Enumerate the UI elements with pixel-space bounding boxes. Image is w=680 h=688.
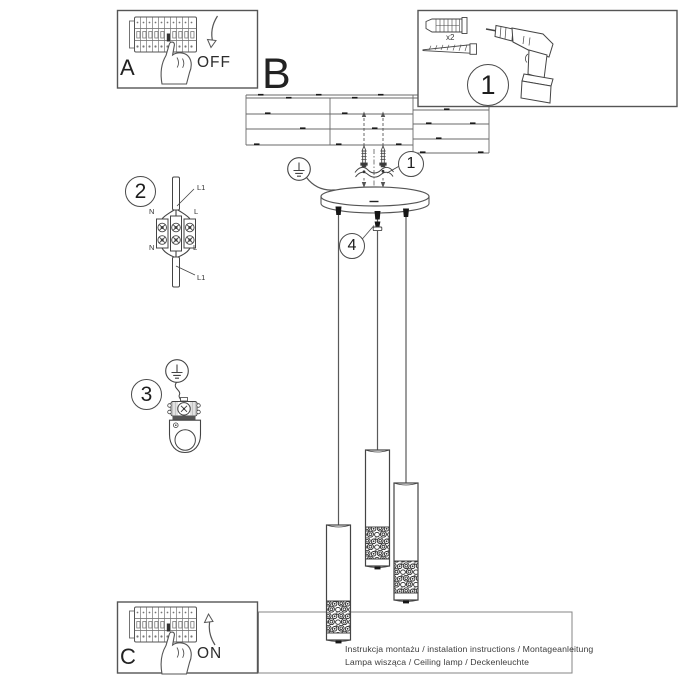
step-a-box [116, 9, 259, 89]
drill-icon [485, 24, 554, 104]
step-a-label: A [120, 55, 135, 80]
footer-line-2: Lampa wisząca / Ceiling lamp / Deckenleu… [345, 656, 530, 667]
callout-4-leader [360, 225, 375, 241]
ceiling [245, 93, 490, 154]
wire-label-n-in: N [149, 207, 155, 216]
cable-grip-middle [374, 211, 381, 220]
wall-plug-icon [425, 17, 468, 34]
on-label: ON [197, 645, 223, 662]
parts-box [417, 9, 678, 108]
earth-callout-3: 3 [131, 379, 162, 410]
wiring-callout-2: 2 [125, 176, 156, 207]
pendant-lamp-right [393, 482, 419, 604]
wire-label-l-out: L [193, 243, 198, 252]
footer-line-1: Instrukcja montażu / instalation instruc… [345, 644, 594, 654]
step-c-box [116, 601, 259, 675]
pendant-lamp-left [325, 524, 352, 644]
wire-label-n-out: N [149, 243, 155, 252]
off-label: OFF [197, 54, 231, 71]
pendant-lamp-middle [364, 449, 391, 570]
suspension-cords [337, 215, 407, 525]
footer-box [258, 611, 573, 674]
cable-grip-left [335, 206, 342, 215]
mounting-screw-left [360, 144, 368, 168]
mounting-screw-right [379, 144, 387, 168]
wiring-diagram [156, 176, 196, 288]
clamp-diagram [165, 359, 202, 454]
wire-label-l1-bottom: L1 [197, 273, 206, 282]
anchor-quantity: x2 [446, 33, 455, 42]
step-b-label: B [262, 50, 291, 98]
wire-label-l1-top: L1 [197, 183, 206, 192]
grip-callout-4: 4 [339, 233, 365, 259]
callout-1-leader [386, 166, 399, 174]
bracket-callout-1: 1 [398, 151, 424, 177]
parts-callout-1: 1 [467, 64, 509, 106]
canopy [320, 186, 430, 220]
earth-ground-icon [165, 359, 189, 383]
cable-grip-right [403, 208, 409, 217]
cable-grip-detail [360, 221, 383, 241]
screw-icon [422, 43, 477, 55]
ceiling-joint-marks [254, 93, 484, 154]
mounting-hardware [354, 111, 399, 188]
wire-label-l-in: L [194, 207, 199, 216]
arrow-off-icon [206, 15, 219, 49]
arrow-on-icon [203, 612, 216, 646]
l1-leaders [175, 188, 196, 276]
step-c-label: C [120, 644, 136, 669]
